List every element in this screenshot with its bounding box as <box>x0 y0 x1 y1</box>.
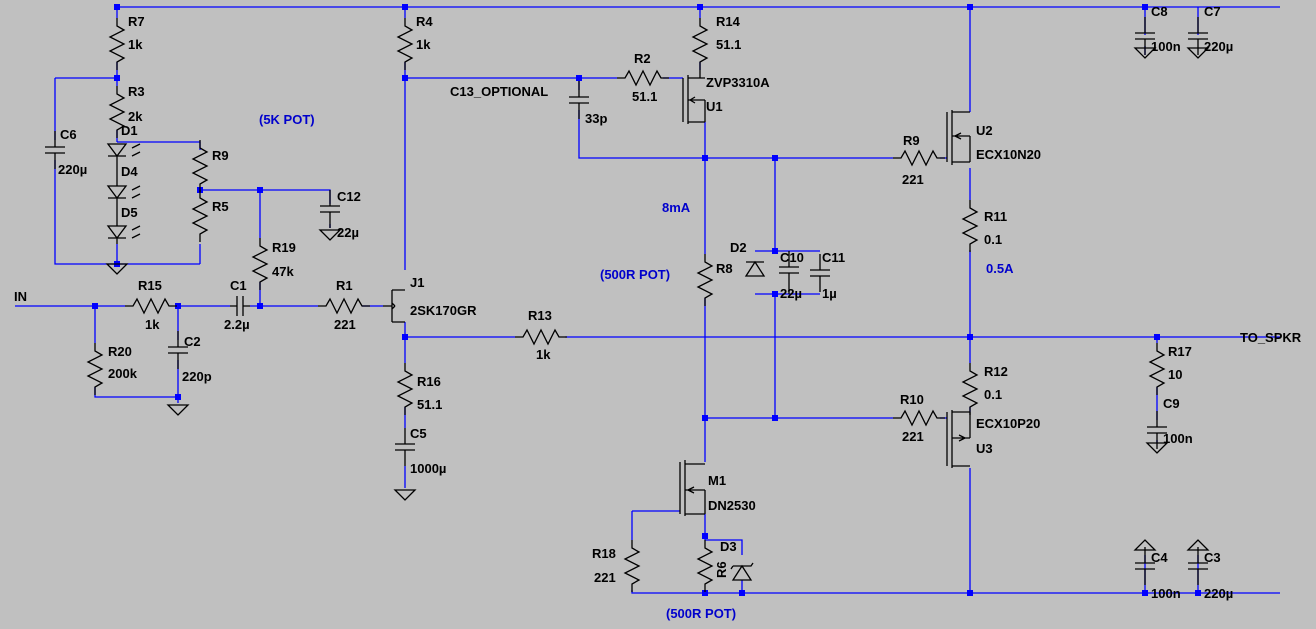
c12-ref: C12 <box>337 189 361 204</box>
c3-ref: C3 <box>1204 550 1221 565</box>
u1-value: ZVP3310A <box>706 75 770 90</box>
c5-value: 1000µ <box>410 461 446 476</box>
r19-ref: R19 <box>272 240 296 255</box>
c11-value: 1µ <box>822 286 837 301</box>
c10-value: 22µ <box>780 286 802 301</box>
c1-value: 2.2µ <box>224 317 250 332</box>
r18-ref: R18 <box>592 546 616 561</box>
c10-ref: C10 <box>780 250 804 265</box>
net-label-in: IN <box>14 289 27 304</box>
c1-ref: C1 <box>230 278 247 293</box>
c12-value: 22µ <box>337 225 359 240</box>
d3-ref: D3 <box>720 539 737 554</box>
r20-ref: R20 <box>108 344 132 359</box>
r14-value: 51.1 <box>716 37 741 52</box>
capacitor-symbols <box>44 16 1209 586</box>
c7-value: 220µ <box>1204 39 1233 54</box>
r2-ref: R2 <box>634 51 651 66</box>
note-0-5a: 0.5A <box>986 261 1014 276</box>
note-500r-pot-r8: (500R POT) <box>600 267 670 282</box>
r14-ref: R14 <box>716 14 741 29</box>
r17-value: 10 <box>1168 367 1182 382</box>
net-labels: IN TO_SPKR <box>14 289 1302 345</box>
r4-value: 1k <box>416 37 431 52</box>
m1-value: DN2530 <box>708 498 756 513</box>
r15-value: 1k <box>145 317 160 332</box>
u1-ref: U1 <box>706 99 723 114</box>
r17-ref: R17 <box>1168 344 1192 359</box>
r18-value: 221 <box>594 570 616 585</box>
u2-ref: U2 <box>976 123 993 138</box>
d2-ref: D2 <box>730 240 747 255</box>
r19-value: 47k <box>272 264 294 279</box>
note-500r-pot-r6: (500R POT) <box>666 606 736 621</box>
r6-ref: R6 <box>714 561 729 578</box>
r16-value: 51.1 <box>417 397 442 412</box>
c7-ref: C7 <box>1204 4 1221 19</box>
u2-value: ECX10N20 <box>976 147 1041 162</box>
c8-ref: C8 <box>1151 4 1168 19</box>
r9-pot-ref: R9 <box>212 148 229 163</box>
r16-ref: R16 <box>417 374 441 389</box>
c4-value: 100n <box>1151 586 1181 601</box>
d5-ref: D5 <box>121 205 138 220</box>
r1-ref: R1 <box>336 278 353 293</box>
c8-value: 100n <box>1151 39 1181 54</box>
r15-ref: R15 <box>138 278 162 293</box>
c3-value: 220µ <box>1204 586 1233 601</box>
net-label-to-spkr: TO_SPKR <box>1240 330 1302 345</box>
r5-ref: R5 <box>212 199 229 214</box>
c13-value: 33p <box>585 111 607 126</box>
d4-ref: D4 <box>121 164 138 179</box>
c4-ref: C4 <box>1151 550 1168 565</box>
r3-ref: R3 <box>128 84 145 99</box>
annotations: (5K POT) (500R POT) (500R POT) 8mA 0.5A <box>259 112 1014 621</box>
r13-ref: R13 <box>528 308 552 323</box>
c11-ref: C11 <box>822 250 845 265</box>
r7-value: 1k <box>128 37 143 52</box>
component-labels: R7 1k R3 2k C6 220µ D1 D4 D5 R9 R5 C12 2… <box>58 4 1233 601</box>
c2-value: 220p <box>182 369 212 384</box>
r9-ref: R9 <box>903 133 920 148</box>
u3-value: ECX10P20 <box>976 416 1040 431</box>
c13-ref: C13_OPTIONAL <box>450 84 548 99</box>
diode-symbols <box>107 143 766 581</box>
c2-ref: C2 <box>184 334 201 349</box>
d1-ref: D1 <box>121 123 138 138</box>
c9-value: 100n <box>1163 431 1193 446</box>
r11-value: 0.1 <box>984 232 1002 247</box>
r10-ref: R10 <box>900 392 924 407</box>
r4-ref: R4 <box>416 14 433 29</box>
r9-value: 221 <box>902 172 924 187</box>
r10-value: 221 <box>902 429 924 444</box>
c6-ref: C6 <box>60 127 77 142</box>
r2-value: 51.1 <box>632 89 657 104</box>
transistor-symbols <box>383 70 971 516</box>
r12-value: 0.1 <box>984 387 1002 402</box>
j1-value: 2SK170GR <box>410 303 477 318</box>
junctions <box>92 4 1201 596</box>
r3-value: 2k <box>128 109 143 124</box>
r12-ref: R12 <box>984 364 1008 379</box>
r8-ref: R8 <box>716 261 733 276</box>
resistor-symbols <box>87 17 1165 593</box>
note-8ma: 8mA <box>662 200 691 215</box>
note-5k-pot: (5K POT) <box>259 112 315 127</box>
c9-ref: C9 <box>1163 396 1180 411</box>
r11-ref: R11 <box>984 209 1007 224</box>
r20-value: 200k <box>108 366 138 381</box>
r1-value: 221 <box>334 317 356 332</box>
m1-ref: M1 <box>708 473 726 488</box>
u3-ref: U3 <box>976 441 993 456</box>
j1-ref: J1 <box>410 275 424 290</box>
c5-ref: C5 <box>410 426 427 441</box>
r13-value: 1k <box>536 347 551 362</box>
r7-ref: R7 <box>128 14 145 29</box>
c6-value: 220µ <box>58 162 87 177</box>
